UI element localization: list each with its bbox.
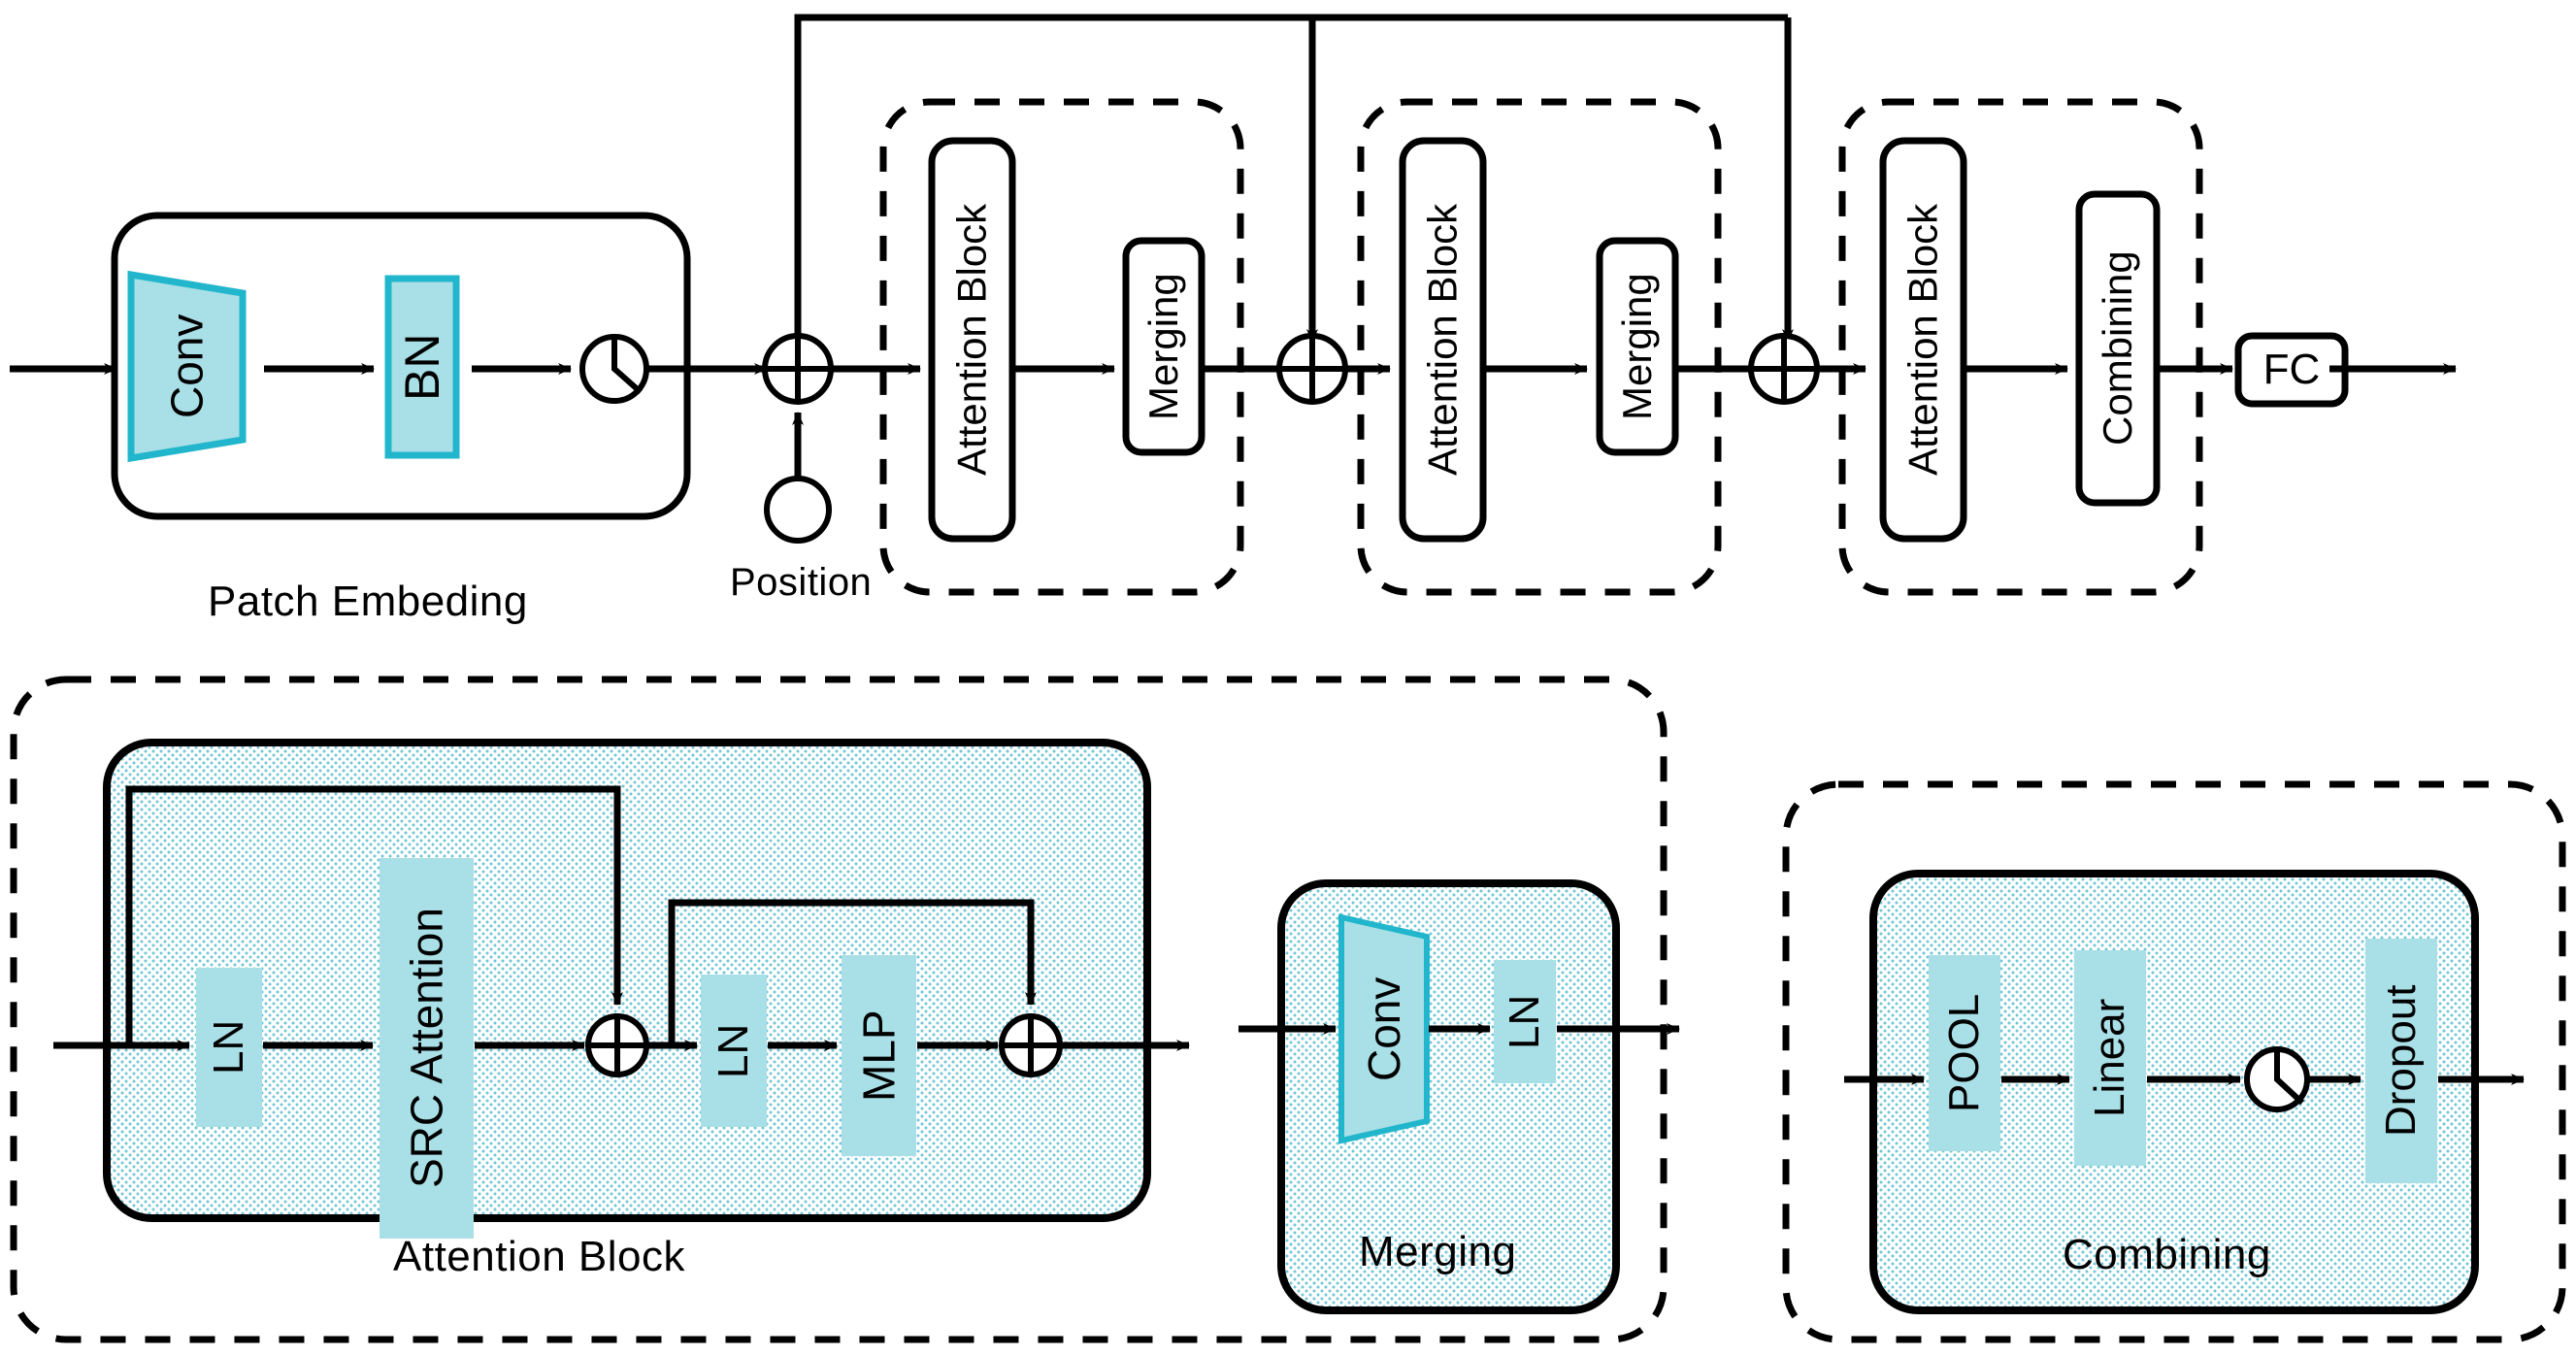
patch-embedding-caption: Patch Embeding — [208, 578, 528, 625]
ln-2-rect-shape — [701, 975, 767, 1127]
combining-caption: Combining — [2063, 1231, 2271, 1278]
attention-block-3-shape — [1879, 137, 2068, 543]
stage-2-dashed-container — [1357, 98, 1722, 596]
stage-1-dashed-container — [879, 98, 1244, 596]
position-node-shape — [764, 412, 832, 544]
attention-block-1-shape — [928, 137, 1115, 543]
skip-connection-bus — [794, 14, 1794, 369]
fc-box-shape — [2234, 332, 2457, 408]
adder-2-shape — [1276, 333, 1391, 405]
adder-1-shape — [762, 333, 921, 405]
attention-block-caption: Attention Block — [393, 1233, 685, 1280]
activation-icon-shape-2 — [2244, 1046, 2310, 1112]
merging-1-shape — [1122, 237, 1302, 456]
combining-detail-panel — [1869, 870, 2479, 1314]
position-label: Position — [730, 561, 873, 604]
detail-dashed-container-left — [10, 676, 1668, 1343]
src-attention-rect-shape — [380, 858, 474, 1239]
merging-caption: Merging — [1359, 1228, 1517, 1275]
bn-rect-shape — [384, 275, 460, 459]
attention-block-detail-panel — [103, 739, 1151, 1222]
residual-path-2 — [668, 899, 1037, 1045]
adder-a-shape — [585, 1013, 649, 1077]
linear-rect-shape — [2074, 950, 2146, 1166]
merging-ln-rect-shape — [1494, 960, 1556, 1083]
detail-dashed-container-right — [1782, 780, 2566, 1343]
dropout-rect-shape — [2365, 939, 2437, 1183]
merging-2-shape — [1596, 237, 1773, 456]
mlp-rect-shape — [842, 955, 916, 1156]
adder-b-shape — [999, 1013, 1063, 1077]
merging-conv-trapezoid-shape — [1338, 913, 1430, 1144]
stage-3-dashed-container — [1838, 98, 2203, 596]
residual-path-1 — [125, 785, 623, 1045]
pool-rect-shape — [1929, 955, 2000, 1151]
activation-icon-shape-1 — [579, 334, 649, 404]
adder-3-shape — [1748, 333, 1866, 405]
conv-trapezoid-shape — [127, 270, 247, 463]
ln-1-rect-shape — [196, 968, 262, 1127]
attention-block-2-shape — [1399, 137, 1588, 543]
combining-top-shape — [2075, 190, 2233, 507]
